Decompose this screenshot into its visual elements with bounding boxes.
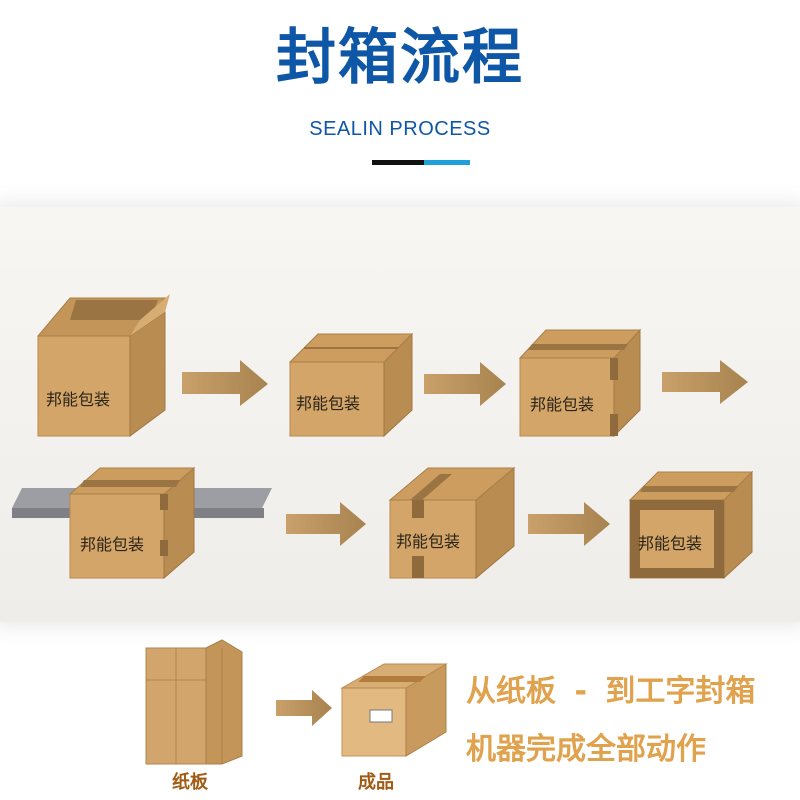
bottom-text-line1: 从纸板 - 到工字封箱 xyxy=(466,666,755,710)
page-subtitle: SEALIN PROCESS xyxy=(309,118,491,140)
taped-box-icon xyxy=(518,328,642,438)
arrow-icon xyxy=(662,360,748,404)
taped-box-icon xyxy=(68,466,196,580)
open-box-icon xyxy=(36,294,170,437)
caption-finished: 成品 xyxy=(358,772,394,793)
closed-box-icon xyxy=(288,332,414,438)
arrow-icon xyxy=(424,362,506,406)
box-label: 邦能包装 xyxy=(396,532,461,551)
caption-cardboard: 纸板 xyxy=(172,772,208,793)
box-label: 邦能包装 xyxy=(638,534,703,553)
finished-box-icon xyxy=(340,663,448,757)
bottom-text-line2: 机器完成全部动作 xyxy=(466,732,706,767)
bottom-text-part2: 到工字封箱 xyxy=(605,674,756,709)
arrow-icon xyxy=(276,690,332,726)
arrow-icon xyxy=(286,502,366,546)
title-underline-dark xyxy=(372,160,424,165)
arrow-icon xyxy=(528,502,610,546)
arrow-icon xyxy=(182,360,268,406)
bottom-text-dash: - xyxy=(574,674,587,709)
title-underline-blue xyxy=(424,160,470,165)
page-title: 封箱流程 xyxy=(276,23,524,93)
box-label: 邦能包装 xyxy=(46,390,111,409)
box-label: 邦能包装 xyxy=(80,535,145,554)
h-taped-box-icon xyxy=(388,466,516,580)
box-label: 邦能包装 xyxy=(296,394,361,413)
sealed-box-icon xyxy=(628,470,754,580)
bottom-text-part1: 从纸板 xyxy=(466,674,556,709)
flat-cardboard-icon xyxy=(145,639,243,765)
box-label: 邦能包装 xyxy=(530,395,595,414)
